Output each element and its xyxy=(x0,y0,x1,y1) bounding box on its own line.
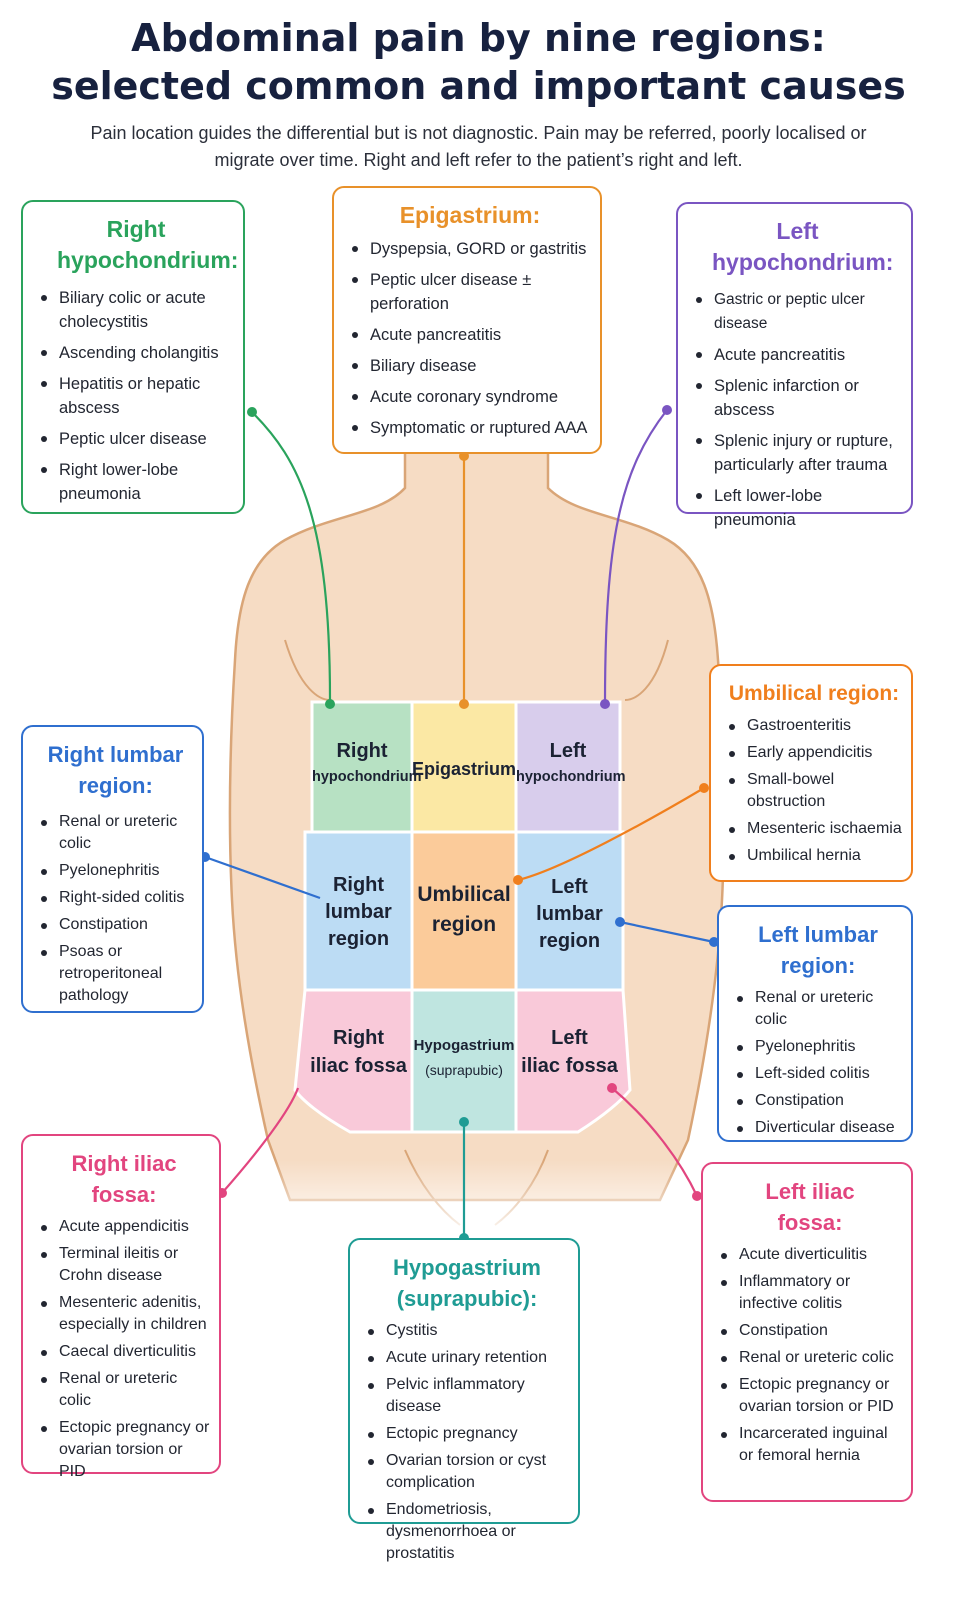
list-item: Renal or ureteric colic xyxy=(717,1347,903,1369)
connector-left-iliac xyxy=(611,1087,698,1197)
callout-umbilical: Umbilical region: Gastroenteritis Early … xyxy=(709,664,913,882)
callout-left-hypochondrium: Left hypochondrium: Gastric or peptic ul… xyxy=(676,202,913,529)
callout-title: Right lumbar region: xyxy=(47,742,184,798)
list-item: Ovarian torsion or cyst complication xyxy=(364,1450,570,1494)
list-item: Incarcerated inguinal or femoral hernia xyxy=(717,1423,903,1467)
list-item: Acute pancreatitis xyxy=(692,343,903,367)
label-umbilical: Umbilical region xyxy=(417,883,511,936)
cell-right-lumbar xyxy=(303,830,414,992)
list-item: Ascending cholangitis xyxy=(37,341,235,365)
callout-title: Umbilical region: xyxy=(728,682,900,705)
list-item: Diverticular disease xyxy=(733,1117,903,1139)
list-item: Cystitis xyxy=(364,1320,570,1342)
list-item: Renal or ureteric colic xyxy=(37,1368,211,1412)
callout-right-iliac: Right iliac fossa: Acute appendicitis Te… xyxy=(21,1134,221,1480)
list-item: Right-sided colitis xyxy=(37,887,194,909)
page-title: Abdominal pain by nine regions: selected… xyxy=(51,16,906,108)
list-item: Acute pancreatitis xyxy=(348,323,592,347)
callout-title: Left lumbar region: xyxy=(758,922,878,978)
list-item: Ectopic pregnancy or ovarian torsion or … xyxy=(717,1374,903,1418)
list-item: Acute coronary syndrome xyxy=(348,385,592,409)
list-item: Endometriosis, dysmenorrhoea or prostati… xyxy=(364,1499,570,1565)
callout-hypogastrium: Hypogastrium (suprapubic): Cystitis Acut… xyxy=(348,1238,580,1562)
region-grid xyxy=(293,700,632,1134)
list-item: Peptic ulcer disease xyxy=(37,427,235,451)
list-item: Gastric or peptic ulcer disease xyxy=(692,288,903,336)
list-item: Right lower-lobe pneumonia xyxy=(37,458,235,506)
list-item: Psoas or retroperitoneal pathology xyxy=(37,941,194,1007)
label-right-hypochondrium: Right hypochondrium xyxy=(312,740,422,785)
list-item: Pyelonephritis xyxy=(733,1036,903,1058)
list-item: Gastroenteritis xyxy=(725,715,903,737)
list-item: Biliary disease xyxy=(348,354,592,378)
list-item: Acute urinary retention xyxy=(364,1347,570,1369)
list-item: Left lower-lobe pneumonia xyxy=(692,484,903,532)
list-item: Early appendicitis xyxy=(725,742,903,764)
list-item: Ectopic pregnancy or ovarian torsion or … xyxy=(37,1417,211,1483)
callout-title: Left iliac fossa: xyxy=(765,1179,855,1235)
list-item: Left-sided colitis xyxy=(733,1063,903,1085)
cell-left-iliac xyxy=(514,988,632,1134)
cell-epigastrium xyxy=(410,700,518,834)
cell-umbilical xyxy=(410,830,518,992)
label-left-lumbar: Left lumbar region xyxy=(536,876,603,952)
list-item: Mesenteric adenitis, especially in child… xyxy=(37,1292,211,1336)
list-item: Acute diverticulitis xyxy=(717,1244,903,1266)
list-item: Umbilical hernia xyxy=(725,845,903,867)
list-item: Caecal diverticulitis xyxy=(37,1341,211,1363)
list-item: Hepatitis or hepatic abscess xyxy=(37,372,235,420)
connector-left-hypochondrium xyxy=(603,409,668,705)
label-right-iliac: Right iliac fossa xyxy=(310,1027,407,1077)
list-item: Constipation xyxy=(37,914,194,936)
list-item: Renal or ureteric colic xyxy=(733,987,903,1031)
list-item: Peptic ulcer disease ± perforation xyxy=(348,268,592,316)
cell-left-hypochondrium xyxy=(514,700,622,834)
list-item: Splenic injury or rupture, particularly … xyxy=(692,429,903,477)
label-left-iliac: Left iliac fossa xyxy=(521,1027,618,1077)
connector-right-hypochondrium xyxy=(251,411,332,701)
chest-lines xyxy=(284,639,669,701)
list-item: Small-bowel obstruction xyxy=(725,769,903,813)
callout-right-hypochondrium: Right hypochondrium: Biliary colic or ac… xyxy=(21,200,245,514)
callout-left-lumbar: Left lumbar region: Renal or ureteric co… xyxy=(717,905,913,1142)
list-item: Mesenteric ischaemia xyxy=(725,818,903,840)
connector-left-lumbar xyxy=(619,920,715,944)
callout-title: Epigastrium: xyxy=(399,202,541,228)
list-item: Symptomatic or ruptured AAA xyxy=(348,416,592,440)
label-hypogastrium: Hypogastrium (suprapubic) xyxy=(413,1037,515,1078)
list-item: Pelvic inflammatory disease xyxy=(364,1374,570,1418)
list-item: Inflammatory or infective colitis xyxy=(717,1271,903,1315)
label-right-lumbar: Right lumbar region xyxy=(325,874,392,950)
list-item: Constipation xyxy=(717,1320,903,1342)
connector-right-lumbar xyxy=(204,855,321,900)
list-item: Terminal ileitis or Crohn disease xyxy=(37,1243,211,1287)
cell-hypogastrium xyxy=(410,988,518,1134)
list-item: Acute appendicitis xyxy=(37,1216,211,1238)
callout-title: Right iliac fossa: xyxy=(71,1151,177,1207)
list-item: Biliary colic or acute cholecystitis xyxy=(37,286,235,334)
list-item: Constipation xyxy=(733,1090,903,1112)
callout-epigastrium: Epigastrium: Dyspepsia, GORD or gastriti… xyxy=(332,186,602,454)
list-item: Pyelonephritis xyxy=(37,860,194,882)
list-item: Splenic infarction or abscess xyxy=(692,374,903,422)
callout-title: Left hypochondrium: xyxy=(712,218,894,275)
list-item: Dyspepsia, GORD or gastritis xyxy=(348,237,592,261)
page-subtitle: Pain location guides the differential bu… xyxy=(90,123,867,170)
list-item: Renal or ureteric colic xyxy=(37,811,194,855)
callout-left-iliac: Left iliac fossa: Acute diverticulitis I… xyxy=(701,1162,913,1502)
callout-title: Hypogastrium (suprapubic): xyxy=(393,1255,541,1311)
callout-title: Right hypochondrium: xyxy=(57,216,239,273)
callout-right-lumbar: Right lumbar region: Renal or ureteric c… xyxy=(21,725,204,1013)
connector-right-iliac xyxy=(221,1087,300,1194)
label-epigastrium: Epigastrium xyxy=(412,759,517,779)
label-left-hypochondrium: Left hypochondrium xyxy=(516,740,626,785)
list-item: Ectopic pregnancy xyxy=(364,1423,570,1445)
connector-umbilical xyxy=(517,787,705,882)
